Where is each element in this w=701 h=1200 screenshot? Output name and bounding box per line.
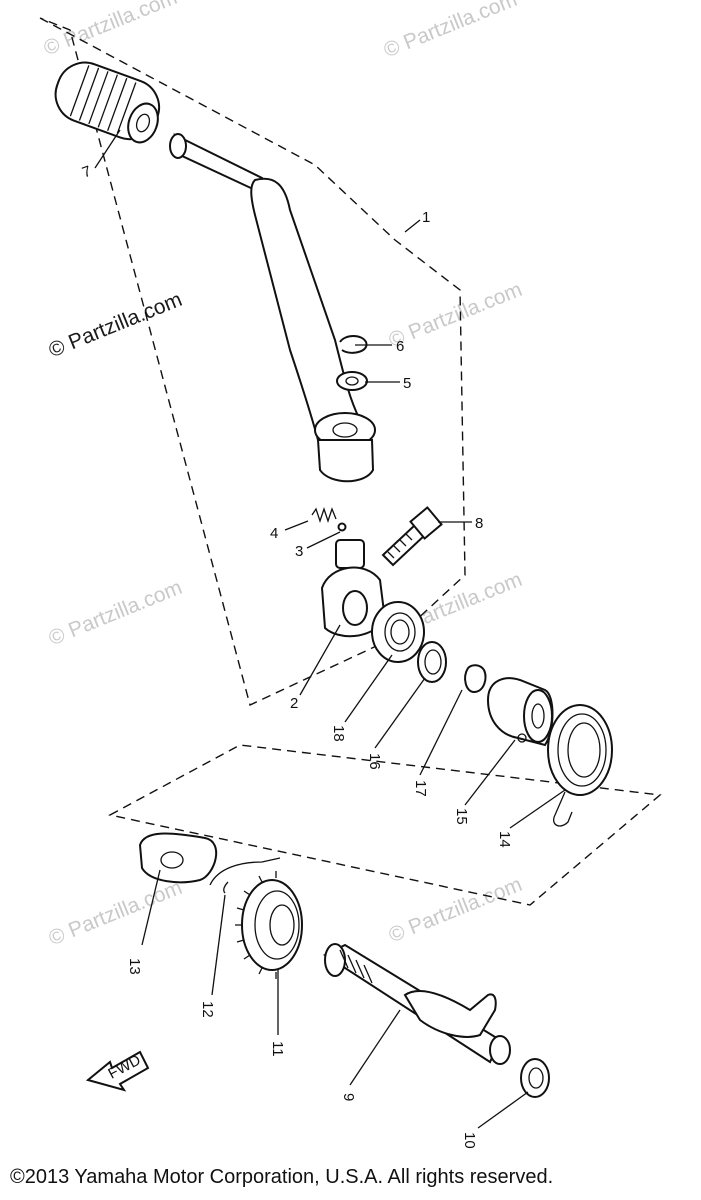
plate-part <box>138 832 218 884</box>
boss-part <box>320 539 387 638</box>
leader-lines <box>94 129 566 1129</box>
kick-gear-part <box>235 871 303 979</box>
callout-1: 1 <box>422 209 430 226</box>
torsion-spring-part <box>547 704 613 827</box>
bolt-part <box>381 506 443 567</box>
kick-lever-assembly-outline <box>39 17 466 706</box>
washer-part-10 <box>520 1058 550 1098</box>
callout-11: 11 <box>269 1041 286 1057</box>
spring-guide-part <box>486 677 554 747</box>
callout-10: 10 <box>461 1132 478 1149</box>
clip-spring-part <box>209 857 281 894</box>
callout-3: 3 <box>295 543 303 560</box>
callout-18: 18 <box>330 725 347 742</box>
callout-15: 15 <box>453 808 470 825</box>
callout-2: 2 <box>290 695 298 712</box>
circlip-part <box>464 664 487 694</box>
callout-14: 14 <box>496 831 513 848</box>
spring-ball-part <box>311 506 347 532</box>
callout-17: 17 <box>412 780 429 797</box>
callout-13: 13 <box>126 958 143 975</box>
callout-9: 9 <box>340 1093 357 1101</box>
callout-16: 16 <box>366 753 383 770</box>
kick-lever-part <box>169 133 376 483</box>
washer-part <box>336 371 368 391</box>
washer-part-16 <box>417 641 447 683</box>
callout-5: 5 <box>403 375 411 392</box>
oil-seal-part <box>371 601 425 663</box>
kick-axle-part <box>322 943 511 1065</box>
fwd-arrow-icon: FWD <box>85 1050 150 1092</box>
copyright-notice: ©2013 Yamaha Motor Corporation, U.S.A. A… <box>10 1166 554 1188</box>
clip-part <box>339 335 368 354</box>
grip-part <box>54 61 161 144</box>
callout-6: 6 <box>396 338 404 355</box>
lower-assembly-outline <box>107 744 662 906</box>
callout-4: 4 <box>270 525 278 542</box>
callout-7: 7 <box>80 163 94 182</box>
callout-12: 12 <box>199 1001 216 1018</box>
callout-8: 8 <box>475 515 483 532</box>
